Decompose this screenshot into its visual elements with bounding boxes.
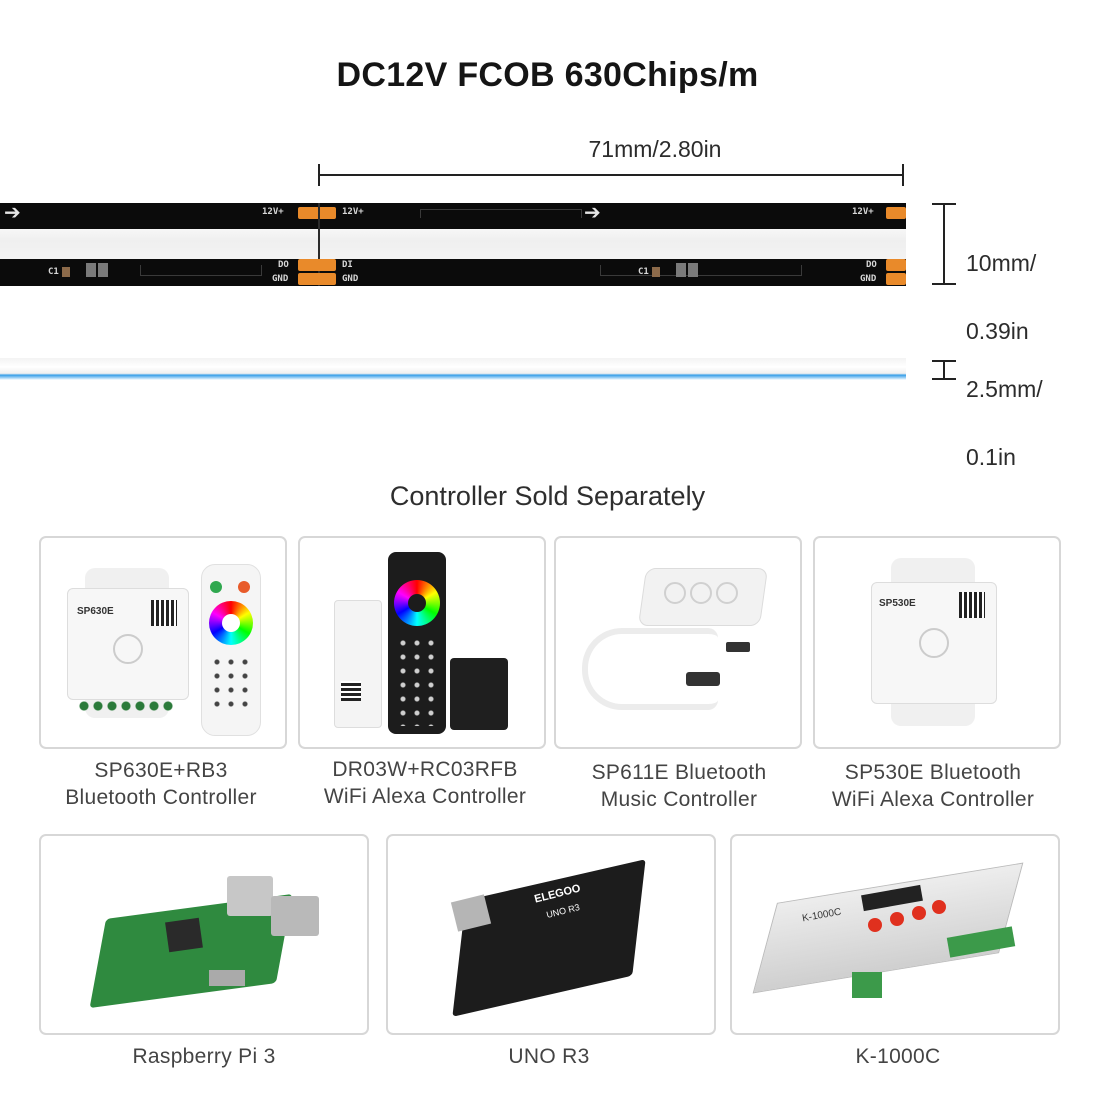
solder-pad [298, 207, 336, 219]
product-caption-sp630e: SP630E+RB3 Bluetooth Controller [65, 759, 257, 809]
solder-pad [886, 273, 906, 285]
led-strip-top-view: ➔ ➔ 12V+ 12V+ 12V+ C1 C1 DO GND DI GND D… [0, 203, 906, 286]
section-title: Controller Sold Separately [389, 481, 706, 511]
raspberry-pi-board-image [89, 876, 321, 1009]
led-strip-side-view [0, 358, 906, 380]
product-card-sp630e[interactable]: SP630E [39, 536, 287, 749]
strip-label-12v: 12V+ [342, 207, 364, 217]
product-caption-sp611e: SP611E Bluetooth Music Controller [591, 761, 767, 811]
width-dimension-label: 10mm/ 0.39in [966, 250, 1037, 344]
direction-arrow-icon: ➔ [4, 202, 21, 224]
cob-light-diffuser [0, 229, 906, 259]
strip-label-c1: C1 [638, 267, 649, 277]
uno-board-image: ELEGOO UNO R3 [450, 858, 654, 1018]
rb3-remote-image [201, 564, 261, 736]
sp611e-controller-image [576, 568, 776, 728]
sp530e-controller-image: SP530E [871, 558, 997, 726]
solder-pad [886, 259, 906, 271]
mounting-bracket-image [450, 658, 508, 730]
thickness-dimension-label: 2.5mm/ 0.1in [966, 376, 1043, 470]
strip-label-do: DO [866, 260, 877, 270]
strip-label-12v: 12V+ [262, 207, 284, 217]
solder-pad [298, 273, 336, 285]
strip-label-gnd: GND [860, 274, 877, 284]
dr03w-controller-image [334, 600, 382, 728]
product-caption-sp530e: SP530E Bluetooth WiFi Alexa Controller [831, 761, 1035, 811]
page-title: DC12V FCOB 630Chips/m [336, 56, 759, 94]
strip-label-gnd: GND [342, 274, 359, 284]
strip-label-c1: C1 [48, 267, 59, 277]
product-card-sp611e[interactable] [554, 536, 802, 749]
product-card-sp530e[interactable]: SP530E [813, 536, 1061, 749]
strip-label-12v: 12V+ [852, 207, 874, 217]
product-card-dr03w[interactable] [298, 536, 546, 749]
product-caption-raspberry-pi: Raspberry Pi 3 [132, 1045, 276, 1068]
strip-label-gnd: GND [272, 274, 289, 284]
product-card-raspberry-pi[interactable] [39, 834, 369, 1035]
product-caption-uno: UNO R3 [508, 1045, 590, 1068]
strip-label-do: DO [278, 260, 289, 270]
rc03rfb-remote-image [388, 552, 446, 734]
product-card-uno[interactable]: ELEGOO UNO R3 [386, 834, 716, 1035]
product-card-k1000c[interactable]: K-1000C [730, 834, 1060, 1035]
product-caption-dr03w: DR03W+RC03RFB WiFi Alexa Controller [323, 758, 527, 808]
direction-arrow-icon: ➔ [584, 202, 601, 224]
product-caption-k1000c: K-1000C [855, 1045, 941, 1068]
strip-label-di: DI [342, 260, 353, 270]
length-dimension-label: 71mm/2.80in [588, 136, 722, 162]
sp630e-controller-image: SP630E [67, 568, 189, 718]
solder-pad [886, 207, 906, 219]
solder-pad [298, 259, 336, 271]
k1000c-controller-image: K-1000C [752, 862, 1024, 1012]
